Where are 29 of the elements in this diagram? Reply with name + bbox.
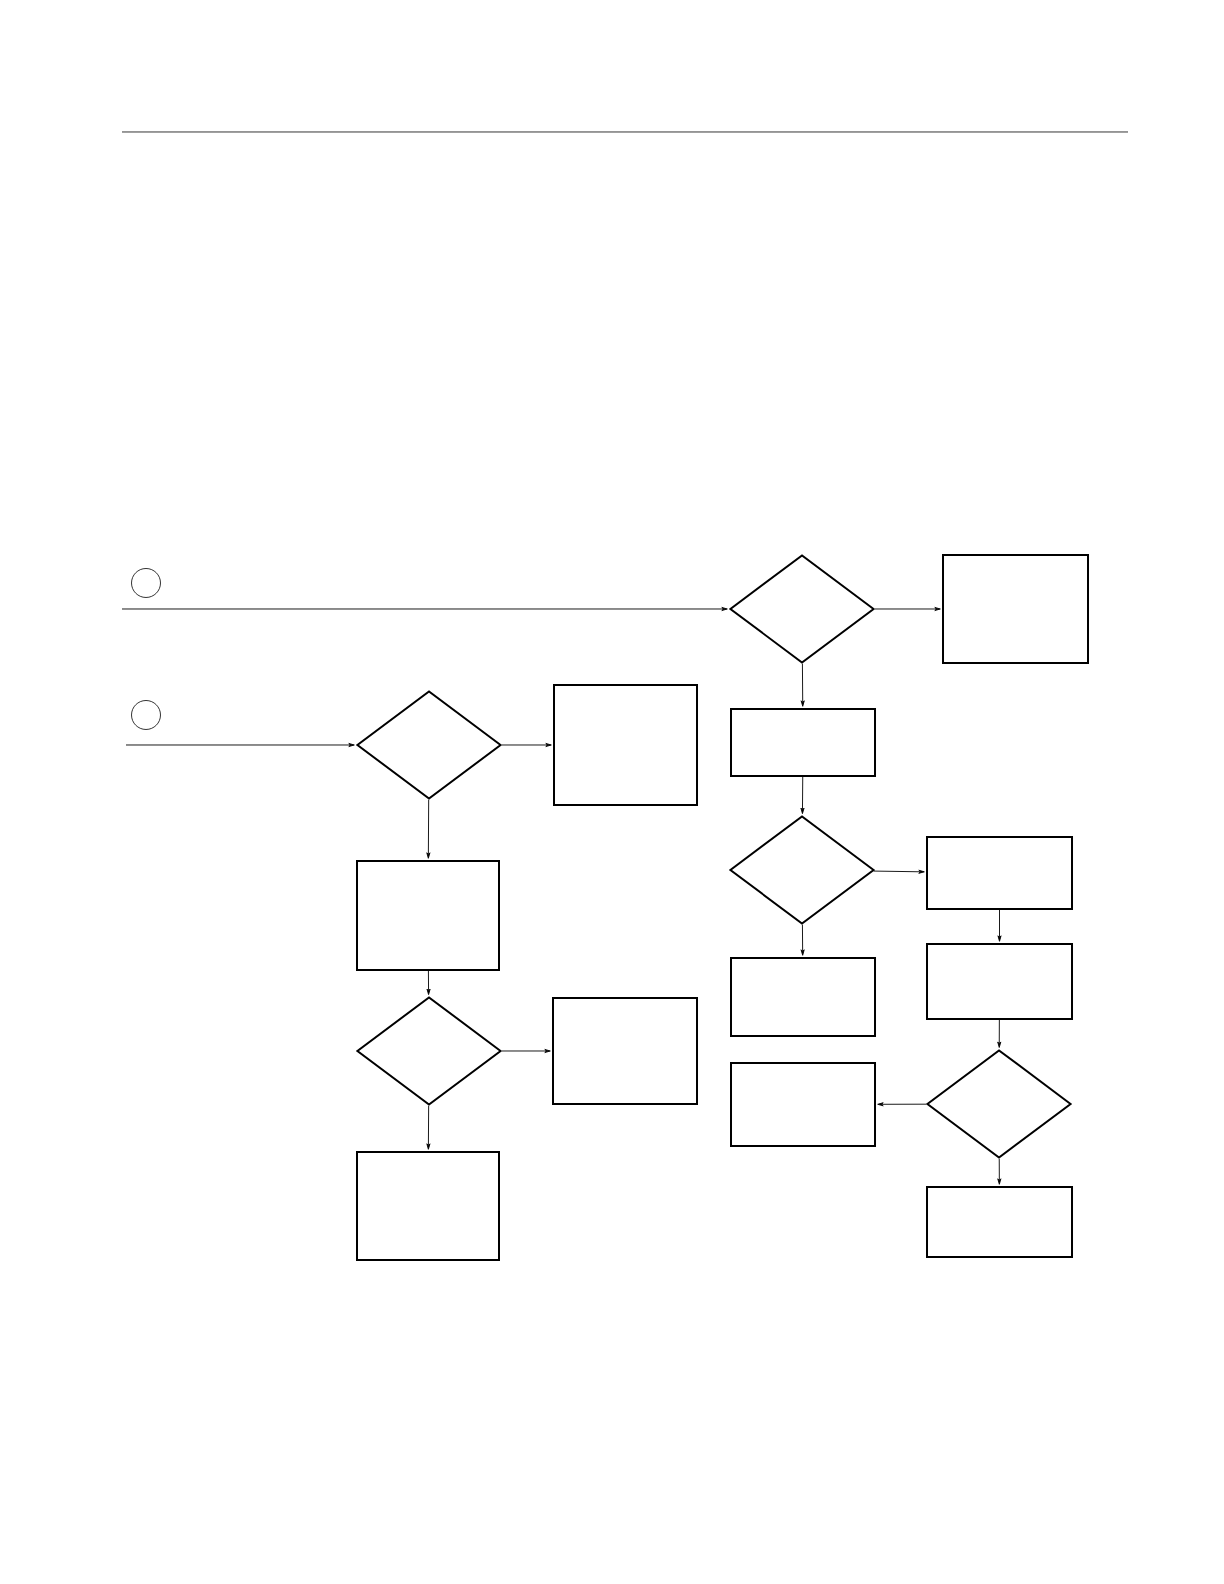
process-box xyxy=(356,860,500,971)
arrow xyxy=(997,1158,1002,1185)
circle-symbol xyxy=(131,568,161,598)
process-box xyxy=(730,1062,876,1147)
arrow xyxy=(501,1049,551,1053)
arrow xyxy=(426,799,431,859)
arrow xyxy=(426,970,431,996)
process-box xyxy=(926,836,1073,910)
arrow xyxy=(800,776,805,815)
circle-symbol xyxy=(131,700,161,730)
process-box xyxy=(926,943,1073,1020)
process-box xyxy=(926,1186,1073,1258)
arrow xyxy=(873,869,925,874)
arrow xyxy=(997,1019,1002,1048)
arrow xyxy=(121,607,728,611)
arrow xyxy=(501,743,552,747)
arrow xyxy=(877,1102,927,1107)
process-box xyxy=(942,554,1089,664)
arrow xyxy=(800,924,805,956)
process-box xyxy=(553,684,698,806)
arrow xyxy=(800,663,805,707)
process-box xyxy=(356,1151,500,1261)
arrow xyxy=(125,743,355,747)
process-box xyxy=(730,708,876,777)
arrow xyxy=(426,1105,431,1150)
process-box xyxy=(730,957,876,1037)
arrow xyxy=(997,909,1002,942)
arrow xyxy=(874,607,941,611)
process-box xyxy=(552,997,698,1105)
